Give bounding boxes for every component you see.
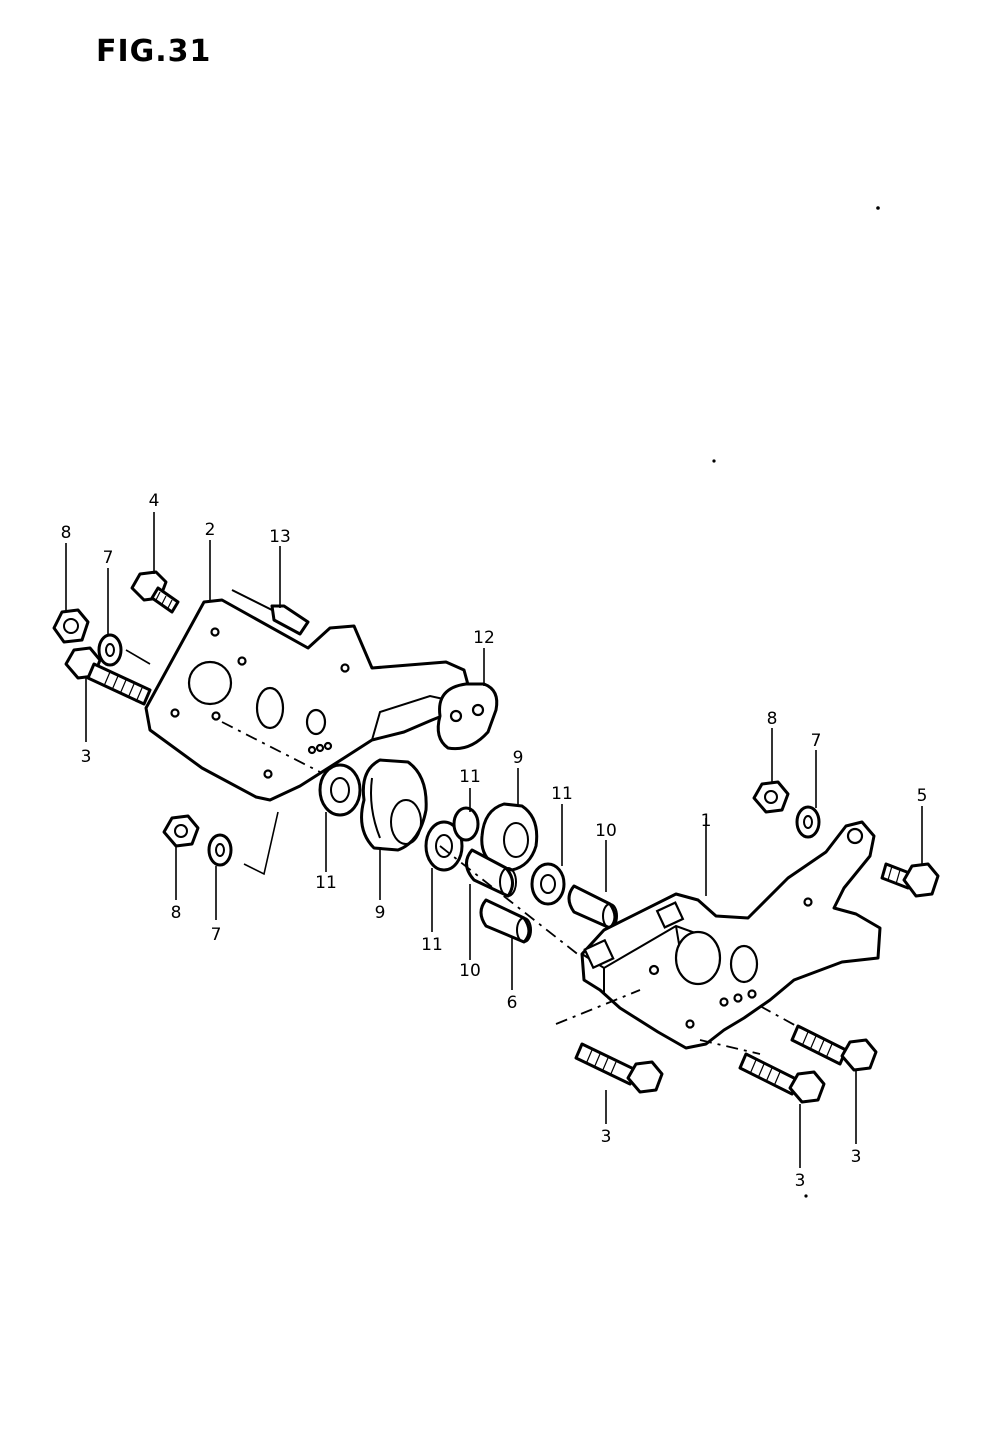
callout-8: 8 <box>61 523 72 543</box>
bolt-3-bottom-b <box>738 1052 826 1104</box>
center-line <box>555 989 641 1025</box>
washer-7-upper-left <box>97 633 123 667</box>
callout-11: 11 <box>315 873 337 893</box>
collar-10-b <box>567 884 618 930</box>
cushion-12 <box>436 682 499 751</box>
nut-8-upper-left <box>52 608 90 644</box>
nut-8-lower-left <box>162 814 200 848</box>
washer-11-d <box>530 862 566 906</box>
callout-4: 4 <box>149 491 160 511</box>
callout-7: 7 <box>811 731 822 751</box>
callout-labels: 8 7 4 2 13 3 12 8 7 11 9 11 11 9 10 6 11… <box>61 491 928 1191</box>
bolt-3-left <box>64 646 152 706</box>
washer-11-a <box>318 763 362 817</box>
callout-1: 1 <box>701 811 712 831</box>
callout-8: 8 <box>171 903 182 923</box>
bolt-3-bottom-c <box>790 1024 878 1072</box>
collar-10-a <box>465 848 517 898</box>
washer-11-b <box>424 820 464 872</box>
collar-6 <box>479 898 532 944</box>
nut-8-right <box>752 780 790 814</box>
callout-10: 10 <box>595 821 617 841</box>
callout-3: 3 <box>81 747 92 767</box>
center-line <box>439 845 581 957</box>
callout-2: 2 <box>205 520 216 540</box>
stray-dot <box>876 206 880 210</box>
center-line <box>699 1039 761 1055</box>
stray-dot <box>804 1194 808 1198</box>
callout-10: 10 <box>459 961 481 981</box>
callout-9: 9 <box>513 748 524 768</box>
callout-3: 3 <box>601 1127 612 1147</box>
center-line <box>221 721 321 773</box>
callout-7: 7 <box>211 925 222 945</box>
washer-7-lower-left <box>207 833 233 867</box>
bracket-plate-2 <box>144 598 472 802</box>
callout-5: 5 <box>917 786 928 806</box>
bush-9-a <box>360 758 428 852</box>
figure-title: FIG.31 <box>96 34 212 69</box>
leader-line <box>243 811 279 876</box>
leader-lines <box>65 512 923 1168</box>
bolt-5 <box>880 862 940 898</box>
callout-9: 9 <box>375 903 386 923</box>
callout-3: 3 <box>795 1171 806 1191</box>
callout-8: 8 <box>767 709 778 729</box>
callout-11: 11 <box>551 784 573 804</box>
center-line <box>759 1005 801 1029</box>
callout-12: 12 <box>473 628 495 648</box>
washer-7-right <box>795 805 821 839</box>
bolt-4 <box>130 570 180 614</box>
callout-3: 3 <box>851 1147 862 1167</box>
stray-dot <box>712 459 716 463</box>
callout-6: 6 <box>507 993 518 1013</box>
callout-11: 11 <box>421 935 443 955</box>
bracket-plate-1 <box>580 820 882 1050</box>
washer-11-c <box>452 806 480 842</box>
callout-11: 11 <box>459 767 481 787</box>
bolt-3-bottom-a <box>574 1042 664 1094</box>
pin-13 <box>231 589 310 636</box>
callout-13: 13 <box>269 527 291 547</box>
callout-7: 7 <box>103 548 114 568</box>
